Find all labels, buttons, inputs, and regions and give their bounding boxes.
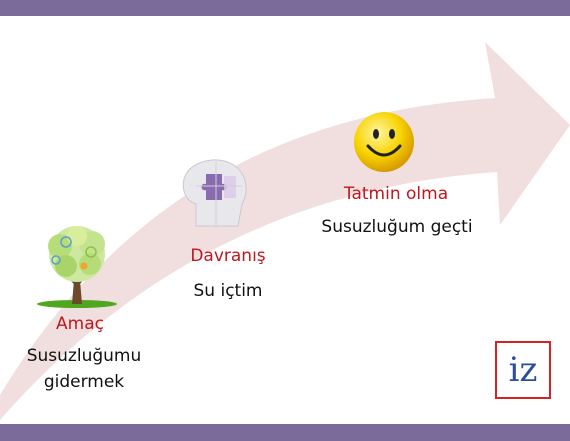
step-satisfaction-title: Tatmin olma — [343, 184, 449, 204]
step-behavior-text: Su içtim — [193, 281, 263, 301]
iz-logo: iz — [495, 341, 551, 399]
step-satisfaction-text: Susuzluğum geçti — [321, 217, 473, 237]
step-goal-text: Susuzluğumu gidermek — [14, 343, 154, 395]
step-behavior-title: Davranış — [190, 246, 266, 266]
step-goal-text-line1: Susuzluğumu — [26, 346, 142, 366]
step-goal-text-line2: gidermek — [43, 372, 125, 392]
step-goal-title: Amaç — [56, 314, 104, 334]
top-band — [0, 0, 570, 16]
puzzle-head-icon — [176, 156, 256, 230]
smiley-icon — [352, 110, 416, 174]
tree-icon — [36, 222, 118, 308]
bottom-band — [0, 424, 570, 441]
